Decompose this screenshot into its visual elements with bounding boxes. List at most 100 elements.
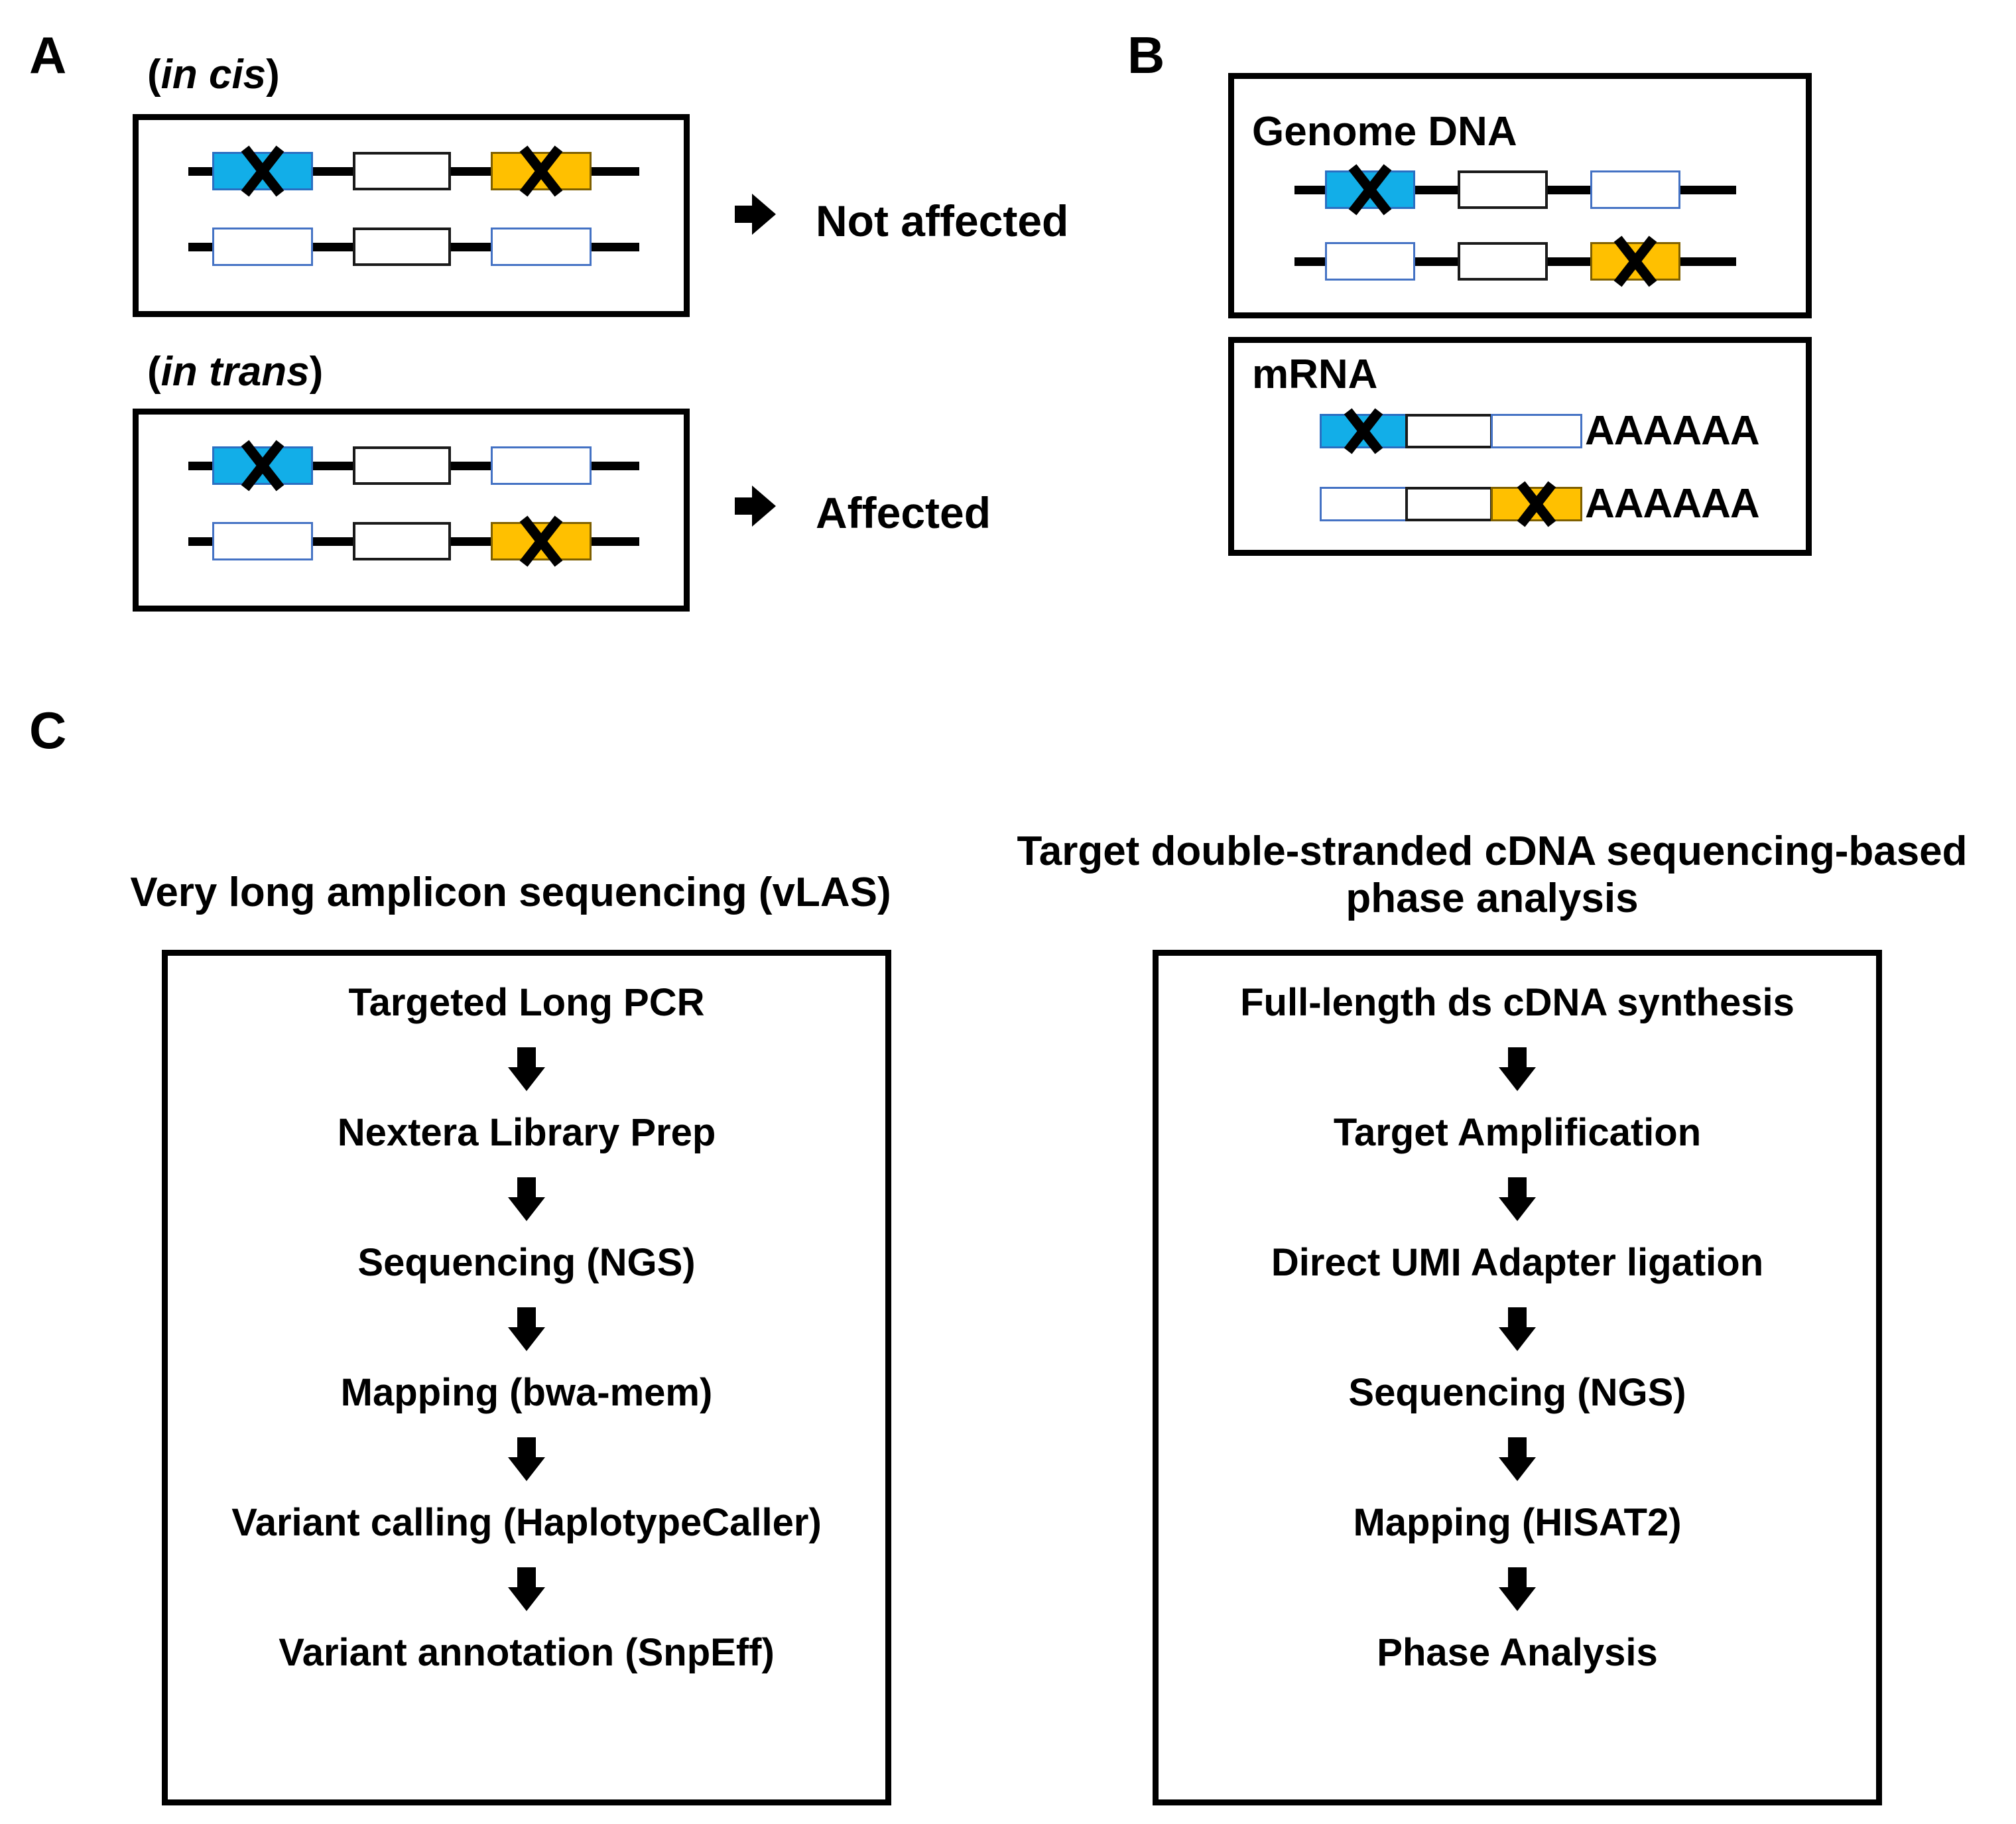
exon-white — [1405, 414, 1493, 448]
workflow-right-step-3: Direct UMI Adapter ligation — [1271, 1241, 1764, 1284]
intron-segment — [313, 166, 353, 176]
flow-arrow-down-icon — [508, 1437, 545, 1481]
flow-arrow-down-icon — [1499, 1047, 1536, 1091]
intron-segment — [451, 537, 491, 546]
exon-blue-mutated — [212, 440, 313, 491]
cis-outcome-arrow-icon — [735, 194, 776, 235]
workflow-right-step-2: Target Amplification — [1333, 1111, 1702, 1154]
intron-segment — [188, 166, 212, 176]
trans-outcome-label: Affected — [816, 488, 991, 537]
intron-segment — [451, 461, 491, 470]
trans-allele-2 — [188, 515, 639, 567]
genome-allele-1 — [1294, 164, 1772, 216]
workflow-right-box: Full-length ds cDNA synthesis Target Amp… — [1153, 950, 1882, 1805]
intron-segment — [1680, 257, 1736, 266]
workflow-right-title: Target double-stranded cDNA sequencing-b… — [1017, 828, 1968, 922]
cis-caption-close: ) — [266, 52, 280, 98]
intron-segment — [1548, 185, 1590, 194]
intron-segment — [592, 166, 639, 176]
trans-allele-1 — [188, 440, 639, 491]
mrna-transcript-1: AAAAAA — [1320, 408, 1760, 454]
exon-white-blue-outline — [1325, 242, 1415, 281]
panel-a-trans-box — [133, 409, 690, 612]
workflow-left-step-5: Variant calling (HaplotypeCaller) — [231, 1501, 822, 1544]
mutation-x-icon — [1338, 406, 1389, 456]
cis-caption-italic: in cis — [160, 52, 267, 98]
workflow-right-step-5: Mapping (HISAT2) — [1353, 1501, 1682, 1544]
workflow-left-box: Targeted Long PCR Nextera Library Prep S… — [162, 950, 891, 1805]
intron-segment — [1294, 185, 1325, 194]
exon-yellow-mutated — [491, 515, 592, 567]
genome-allele-2 — [1294, 235, 1772, 287]
panel-a-trans-caption: (in trans) — [147, 352, 323, 393]
exon-white-blue-outline — [1320, 487, 1407, 521]
flow-arrow-down-icon — [508, 1177, 545, 1221]
mrna-label: mRNA — [1252, 352, 1378, 397]
exon-white-blue-outline — [212, 522, 313, 560]
workflow-left-step-2: Nextera Library Prep — [337, 1111, 716, 1154]
workflow-left-step-1: Targeted Long PCR — [348, 981, 705, 1024]
intron-segment — [451, 242, 491, 251]
exon-white — [353, 446, 451, 485]
exon-yellow-mutated — [1590, 235, 1680, 287]
exon-white-blue-outline — [212, 228, 313, 266]
workflow-right-step-1: Full-length ds cDNA synthesis — [1240, 981, 1795, 1024]
intron-segment — [1548, 257, 1590, 266]
exon-white-blue-outline — [491, 446, 592, 485]
intron-segment — [592, 537, 639, 546]
trans-caption-open: ( — [147, 349, 161, 395]
flow-arrow-down-icon — [1499, 1307, 1536, 1351]
exon-white-blue-outline — [1491, 414, 1582, 448]
exon-white-blue-outline — [1590, 170, 1680, 209]
intron-segment — [1294, 257, 1325, 266]
intron-segment — [1680, 185, 1736, 194]
cis-allele-1 — [188, 145, 639, 197]
exon-white — [353, 152, 451, 190]
intron-segment — [1415, 185, 1458, 194]
intron-segment — [188, 461, 212, 470]
intron-segment — [592, 242, 639, 251]
poly-a-tail-2: AAAAAA — [1585, 481, 1760, 527]
panel-c-letter: C — [29, 701, 66, 759]
exon-white-blue-outline — [491, 228, 592, 266]
flow-arrow-down-icon — [508, 1307, 545, 1351]
flow-arrow-down-icon — [1499, 1437, 1536, 1481]
panel-a-cis-caption: (in cis) — [147, 54, 280, 96]
exon-white — [353, 522, 451, 560]
exon-blue-mutated — [1320, 408, 1407, 454]
flow-arrow-down-icon — [508, 1567, 545, 1611]
cis-outcome-label: Not affected — [816, 196, 1069, 245]
flow-arrow-down-icon — [1499, 1177, 1536, 1221]
intron-segment — [313, 537, 353, 546]
workflow-left-step-3: Sequencing (NGS) — [357, 1241, 696, 1284]
intron-segment — [451, 166, 491, 176]
exon-yellow-mutated — [1491, 481, 1582, 527]
exon-white — [1458, 170, 1548, 209]
workflow-right-step-4: Sequencing (NGS) — [1348, 1371, 1686, 1414]
trans-outcome-arrow-icon — [735, 486, 776, 527]
workflow-left-step-4: Mapping (bwa-mem) — [340, 1371, 713, 1414]
intron-segment — [188, 537, 212, 546]
workflow-left-title: Very long amplicon sequencing (vLAS) — [130, 870, 891, 915]
flow-arrow-down-icon — [508, 1047, 545, 1091]
mutation-x-icon — [1511, 479, 1562, 529]
exon-white — [1405, 487, 1493, 521]
exon-blue-mutated — [212, 145, 313, 197]
exon-white — [1458, 242, 1548, 281]
intron-segment — [592, 461, 639, 470]
panel-a-cis-box — [133, 114, 690, 317]
exon-white — [353, 228, 451, 266]
workflow-right-step-6: Phase Analysis — [1377, 1631, 1658, 1674]
mrna-transcript-2: AAAAAA — [1320, 481, 1760, 527]
intron-segment — [313, 242, 353, 251]
intron-segment — [313, 461, 353, 470]
cis-caption-open: ( — [147, 52, 161, 98]
trans-caption-close: ) — [309, 349, 324, 395]
poly-a-tail-1: AAAAAA — [1585, 408, 1760, 454]
intron-segment — [188, 242, 212, 251]
cis-allele-2 — [188, 227, 639, 267]
trans-caption-italic: in trans — [160, 349, 310, 395]
exon-blue-mutated — [1325, 164, 1415, 216]
panel-a-letter: A — [29, 26, 66, 84]
flow-arrow-down-icon — [1499, 1567, 1536, 1611]
